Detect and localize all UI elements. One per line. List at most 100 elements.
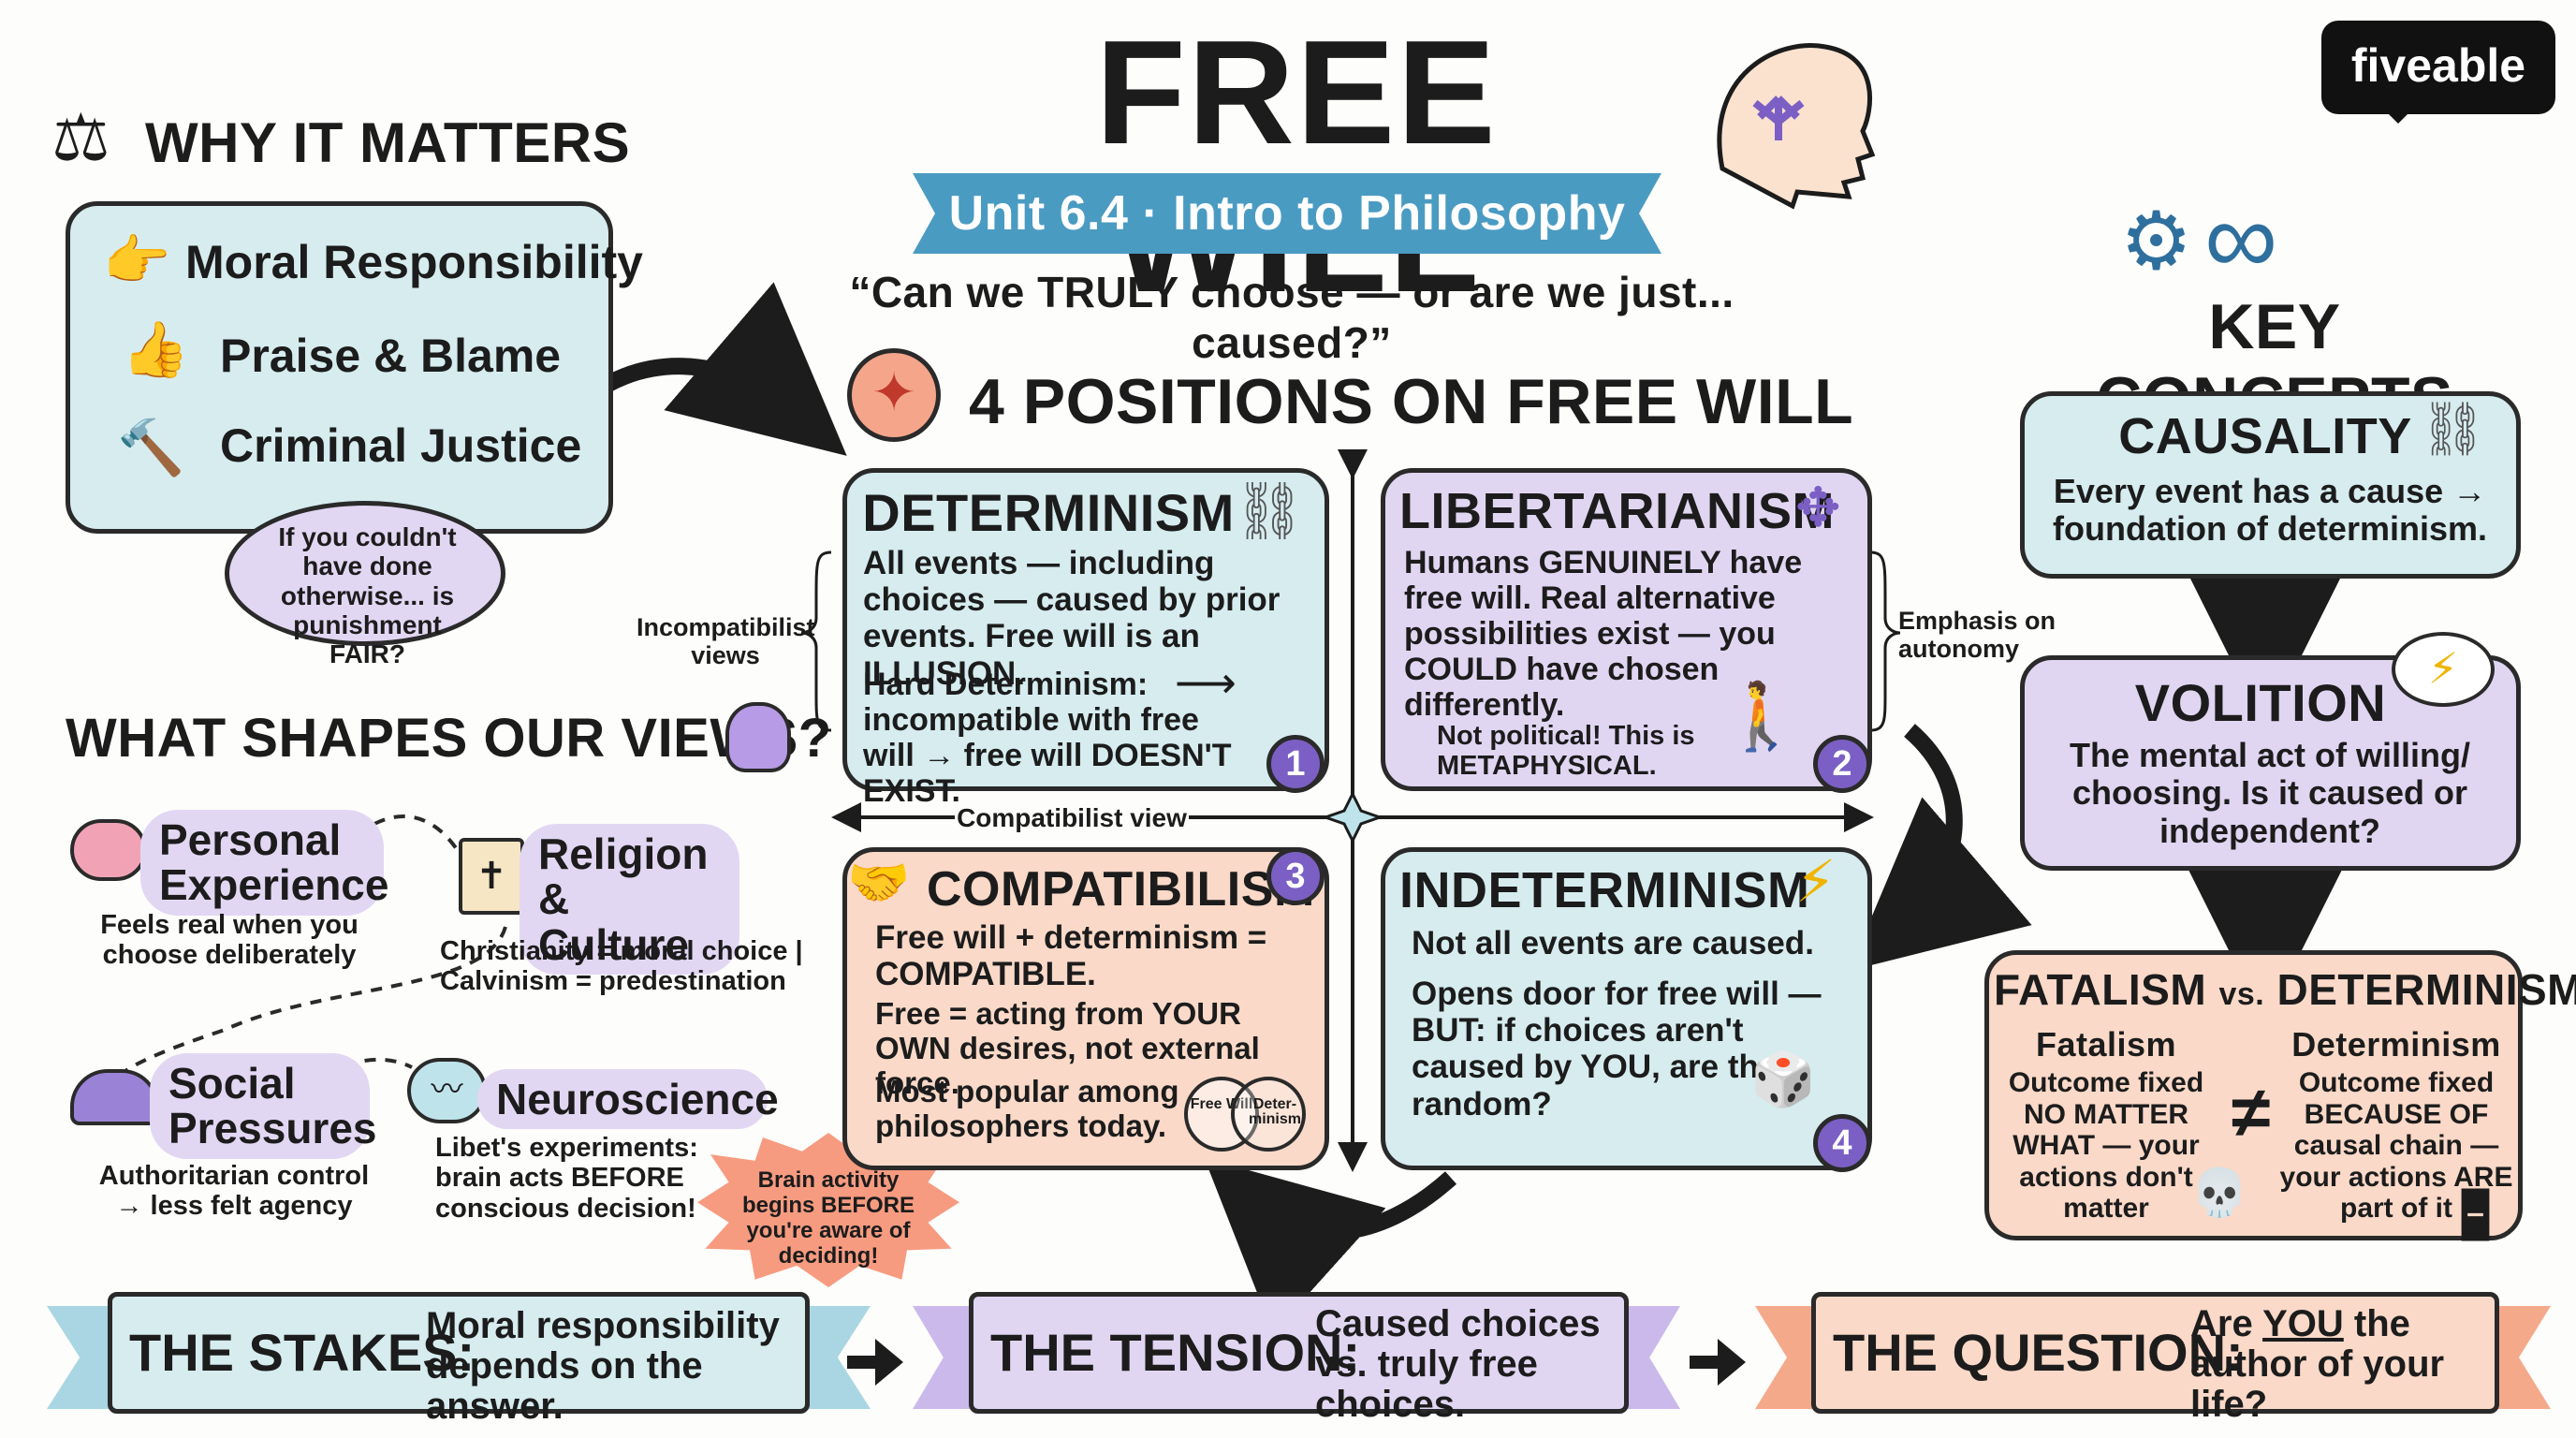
compass-icon: ✦ — [847, 348, 941, 442]
fatalism-box — [1984, 950, 2523, 1240]
brainwave-icon: 〰 — [407, 1058, 487, 1123]
indeterminism-text-2: Opens door for free will — BUT: if choic… — [1412, 976, 1822, 1123]
why-speech-bubble — [225, 501, 505, 646]
fatalism-right-text: Outcome fixed BECAUSE OF causal chain — … — [2279, 1067, 2513, 1225]
question-pre: Are — [2190, 1303, 2253, 1344]
autonomy-brace — [1869, 550, 1901, 732]
logo-tail — [2378, 103, 2419, 124]
venn-circle-b: Deter- minism — [1231, 1077, 1306, 1152]
neq-sign: ≠ — [2231, 1073, 2272, 1152]
volition-title: VOLITION — [2134, 673, 2387, 732]
why-bubble-text: If you couldn't have done otherwise... i… — [278, 522, 457, 669]
question-label: THE QUESTION: — [1833, 1323, 2244, 1382]
determinism-title: DETERMINISM — [862, 483, 1235, 542]
why-item-moral: Moral Responsibility — [185, 236, 643, 288]
indeterminism-badge: 4 — [1813, 1114, 1871, 1172]
causality-box — [2020, 391, 2521, 579]
libertarianism-text-2: Not political! This is METAPHYSICAL. — [1437, 721, 1695, 782]
lightning-icon: ⚡ — [1795, 850, 1837, 915]
fiveable-logo: fiveable — [2321, 21, 2555, 114]
arrow-lib-to-indet — [1849, 724, 2032, 971]
positions-heading: 4 POSITIONS ON FREE WILL — [969, 366, 1854, 437]
determinism-text-2: Hard Determinism: incompatible with free… — [863, 667, 1232, 810]
scales-icon: ⚖ — [51, 101, 110, 174]
fatalism-vs: vs. — [2218, 976, 2265, 1012]
determinism-badge: 1 — [1266, 735, 1325, 793]
personal-experience-pill: Personal Experience — [140, 810, 388, 916]
central-question: “Can we TRULY choose — or are we just...… — [849, 268, 1734, 367]
logo-text: fiveable — [2350, 39, 2526, 92]
determinism-box — [842, 468, 1329, 791]
brain-icon — [70, 819, 147, 881]
subtitle-ribbon — [913, 173, 1661, 254]
brain-head-icon — [725, 702, 791, 772]
religion-note: Christianity = moral choice | Calvinism … — [440, 936, 803, 997]
indeterminism-title: INDETERMINISM — [1399, 862, 1810, 918]
question-post: the author of your life? — [2190, 1303, 2445, 1426]
pointing-hand-icon: 👉 — [103, 230, 171, 291]
thumbs-up-icon: 👍 — [122, 319, 190, 380]
crossroads-person-icon: 🚶 — [1720, 680, 1803, 753]
banner-arrow-1 — [847, 1339, 903, 1386]
fatalism-title-a: FATALISM — [1994, 965, 2207, 1014]
question-text: Are YOU the author of your life? — [2190, 1303, 2495, 1426]
incompat-label: Incompatibilist views — [637, 613, 815, 670]
fatalism-left-head: Fatalism — [2035, 1025, 2177, 1064]
why-box — [66, 201, 613, 534]
compatibilism-title: COMPATIBILISM — [927, 862, 1315, 917]
why-item-praise: Praise & Blame — [220, 330, 562, 382]
causality-title: CAUSALITY — [2118, 408, 2412, 464]
compatibilism-badge: 3 — [1266, 847, 1325, 905]
social-note: Authoritarian control → less felt agency — [98, 1161, 370, 1222]
stakes-label: THE STAKES: — [129, 1323, 476, 1382]
tension-text: Caused choices vs. truly free choices. — [1315, 1303, 1601, 1426]
indeterminism-box — [1381, 847, 1872, 1170]
skull-icon: 💀 — [2190, 1167, 2249, 1219]
libertarianism-box — [1381, 468, 1872, 791]
subtitle: Unit 6.4 · Intro to Philosophy — [948, 186, 1626, 241]
dice-icon: 🎲 — [1750, 1049, 1816, 1108]
why-heading: WHY IT MATTERS — [145, 111, 631, 174]
stakes-banner — [108, 1292, 810, 1414]
chain-icon: ⛓ — [1234, 479, 1306, 542]
volition-text: The mental act of willing/ choosing. Is … — [2069, 736, 2471, 850]
people-group-icon — [70, 1069, 159, 1125]
compatibilism-text-2: Free = acting from YOUR OWN desires, not… — [875, 996, 1260, 1100]
compatibilism-text-3: Most popular among philosophers today. — [875, 1074, 1179, 1143]
dash-personal-religion — [373, 814, 461, 854]
determinism-text-1: All events — including choices — caused … — [863, 545, 1281, 692]
autonomy-label: Emphasis on autonomy — [1898, 607, 2056, 664]
gavel-icon: 🔨 — [117, 418, 185, 478]
incompat-brace — [800, 550, 832, 732]
burst-text: Brain activity begins BEFORE you're awar… — [741, 1167, 915, 1269]
why-item-justice: Criminal Justice — [220, 419, 582, 472]
scroll-cross-icon: ✝ — [459, 838, 524, 915]
compatibilism-text-1: Free will + determinism = COMPATIBLE. — [875, 919, 1267, 993]
fatalism-left-text: Outcome fixed NO MATTER WHAT — your acti… — [2008, 1067, 2204, 1225]
arrow-indet-to-compat — [1204, 1157, 1457, 1334]
handshake-icon: 🤝 — [847, 855, 911, 911]
venn-b-text: Deter- minism — [1248, 1096, 1301, 1127]
fatalism-heading: FATALISM vs. DETERMINISM — [1994, 964, 2576, 1015]
neuro-note: Libet's experiments: brain acts BEFORE c… — [435, 1133, 698, 1224]
fatalism-title-b: DETERMINISM — [2276, 965, 2576, 1014]
tension-banner — [969, 1292, 1629, 1414]
shapes-heading: WHAT SHAPES OUR VIEWS? — [66, 708, 832, 769]
determinism-arrow-icon: ⟶ — [1175, 658, 1237, 707]
gear-icon: ⚙ — [2120, 197, 2193, 286]
fatalism-right-head: Determinism — [2291, 1025, 2501, 1064]
domino-icon: 🁢 — [2457, 1191, 2495, 1240]
question-banner — [1811, 1292, 2499, 1414]
thought-bubble-icon: ⚡ — [2392, 632, 2495, 707]
religion-culture-pill: Religion & Culture — [520, 824, 739, 975]
question-you: YOU — [2262, 1303, 2344, 1344]
libertarianism-title: LIBERTARIANISM — [1399, 483, 1835, 539]
stakes-text: Moral responsibility depends on the answ… — [426, 1305, 780, 1428]
causality-chain-icon: ⛓ — [2420, 399, 2487, 458]
neuroscience-pill: Neuroscience — [477, 1069, 779, 1130]
tension-label: THE TENSION: — [990, 1323, 1361, 1382]
libertarianism-badge: 2 — [1813, 735, 1871, 793]
causality-text: Every event has a cause → foundation of … — [2053, 472, 2487, 549]
personal-note: Feels real when you choose deliberately — [100, 910, 359, 971]
